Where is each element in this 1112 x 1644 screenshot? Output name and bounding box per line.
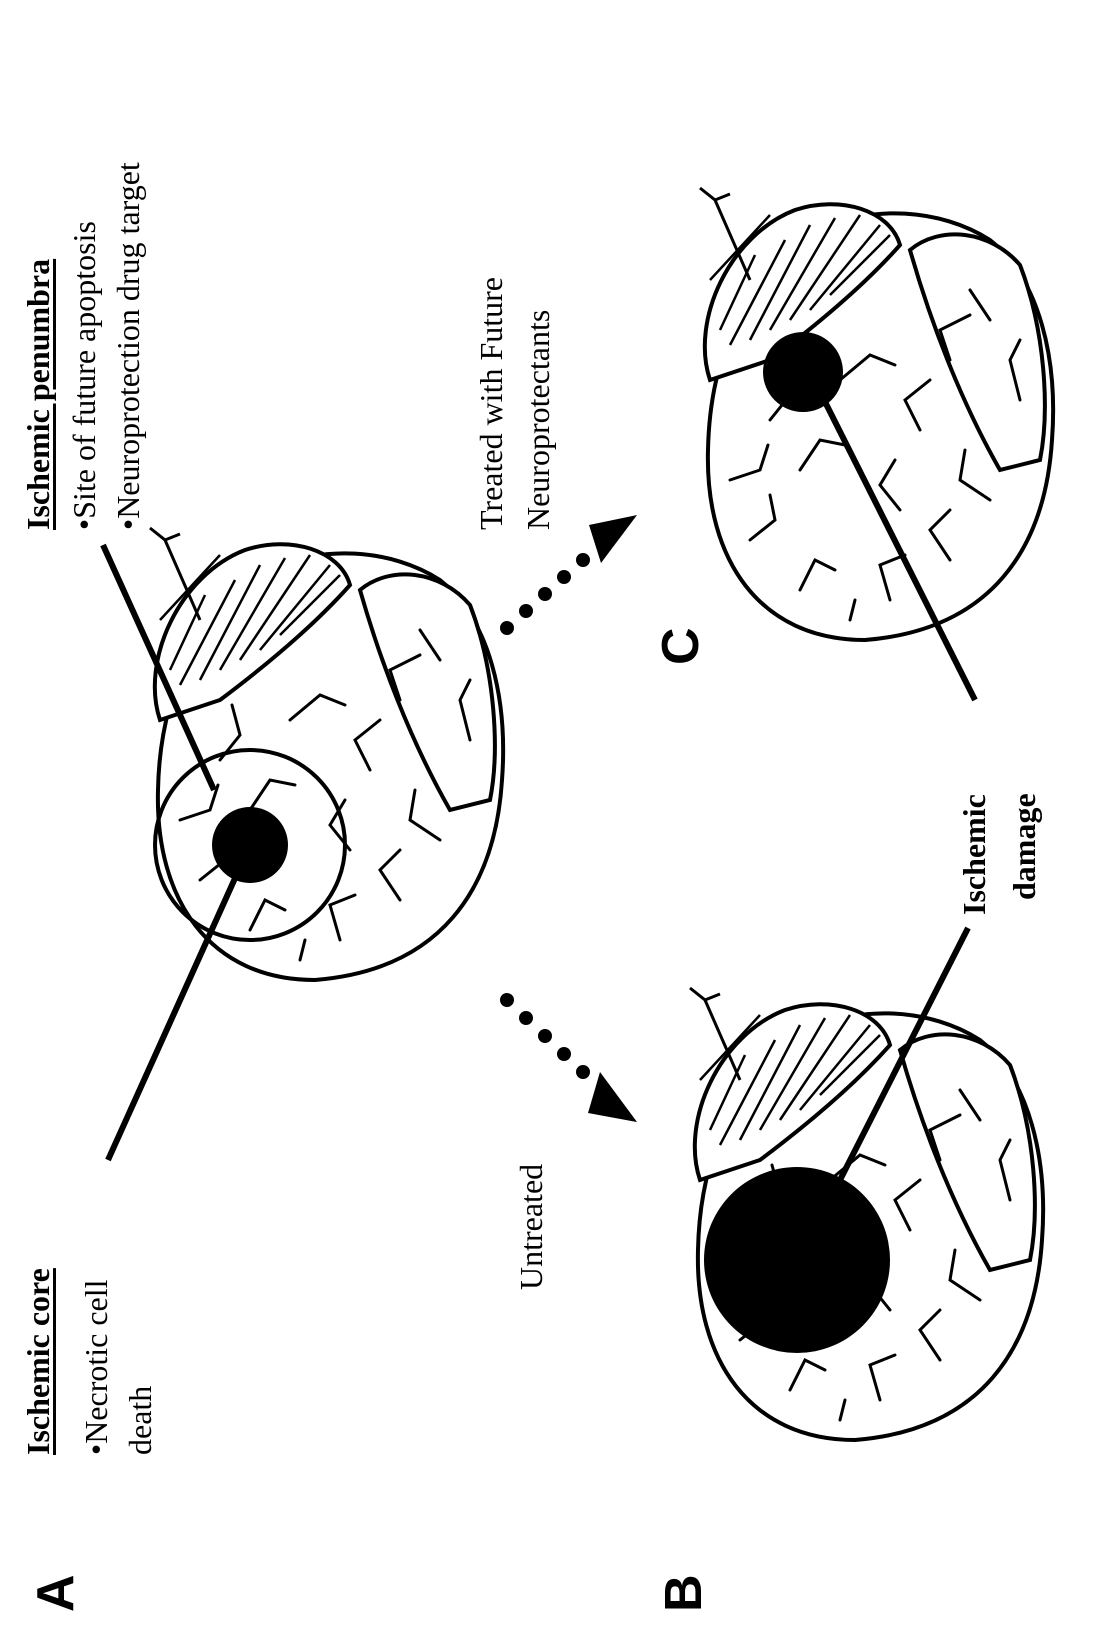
panel-label-a: A	[30, 1574, 82, 1612]
panel-label-c: C	[655, 627, 707, 665]
untreated-label: Untreated	[515, 1164, 547, 1290]
ischemic-penumbra-heading: Ischemic penumbra	[22, 259, 54, 530]
ischemic-damage-line1: Ischemic	[958, 794, 990, 915]
penumbra-bullet-1: •Site of future apoptosis	[68, 221, 100, 530]
small-ischemic-damage	[763, 332, 843, 412]
ischemic-core-line2: death	[124, 1386, 156, 1455]
treated-label-line2: Neuroprotectants	[522, 310, 554, 530]
ischemic-core-line1: •Necrotic cell	[80, 1279, 112, 1455]
brain-c	[700, 188, 1053, 640]
ischemic-damage-line2: damage	[1008, 793, 1040, 900]
penumbra-bullet-2: •Neuroprotection drug target	[112, 162, 144, 530]
treated-arrow	[500, 515, 637, 635]
panel-label-b: B	[658, 1574, 710, 1612]
large-ischemic-damage	[704, 1167, 890, 1353]
treated-label-line1: Treated with Future	[475, 277, 507, 530]
brain-a	[150, 528, 503, 980]
untreated-arrow	[500, 993, 637, 1122]
ischemic-core-heading: Ischemic core	[22, 1268, 54, 1455]
